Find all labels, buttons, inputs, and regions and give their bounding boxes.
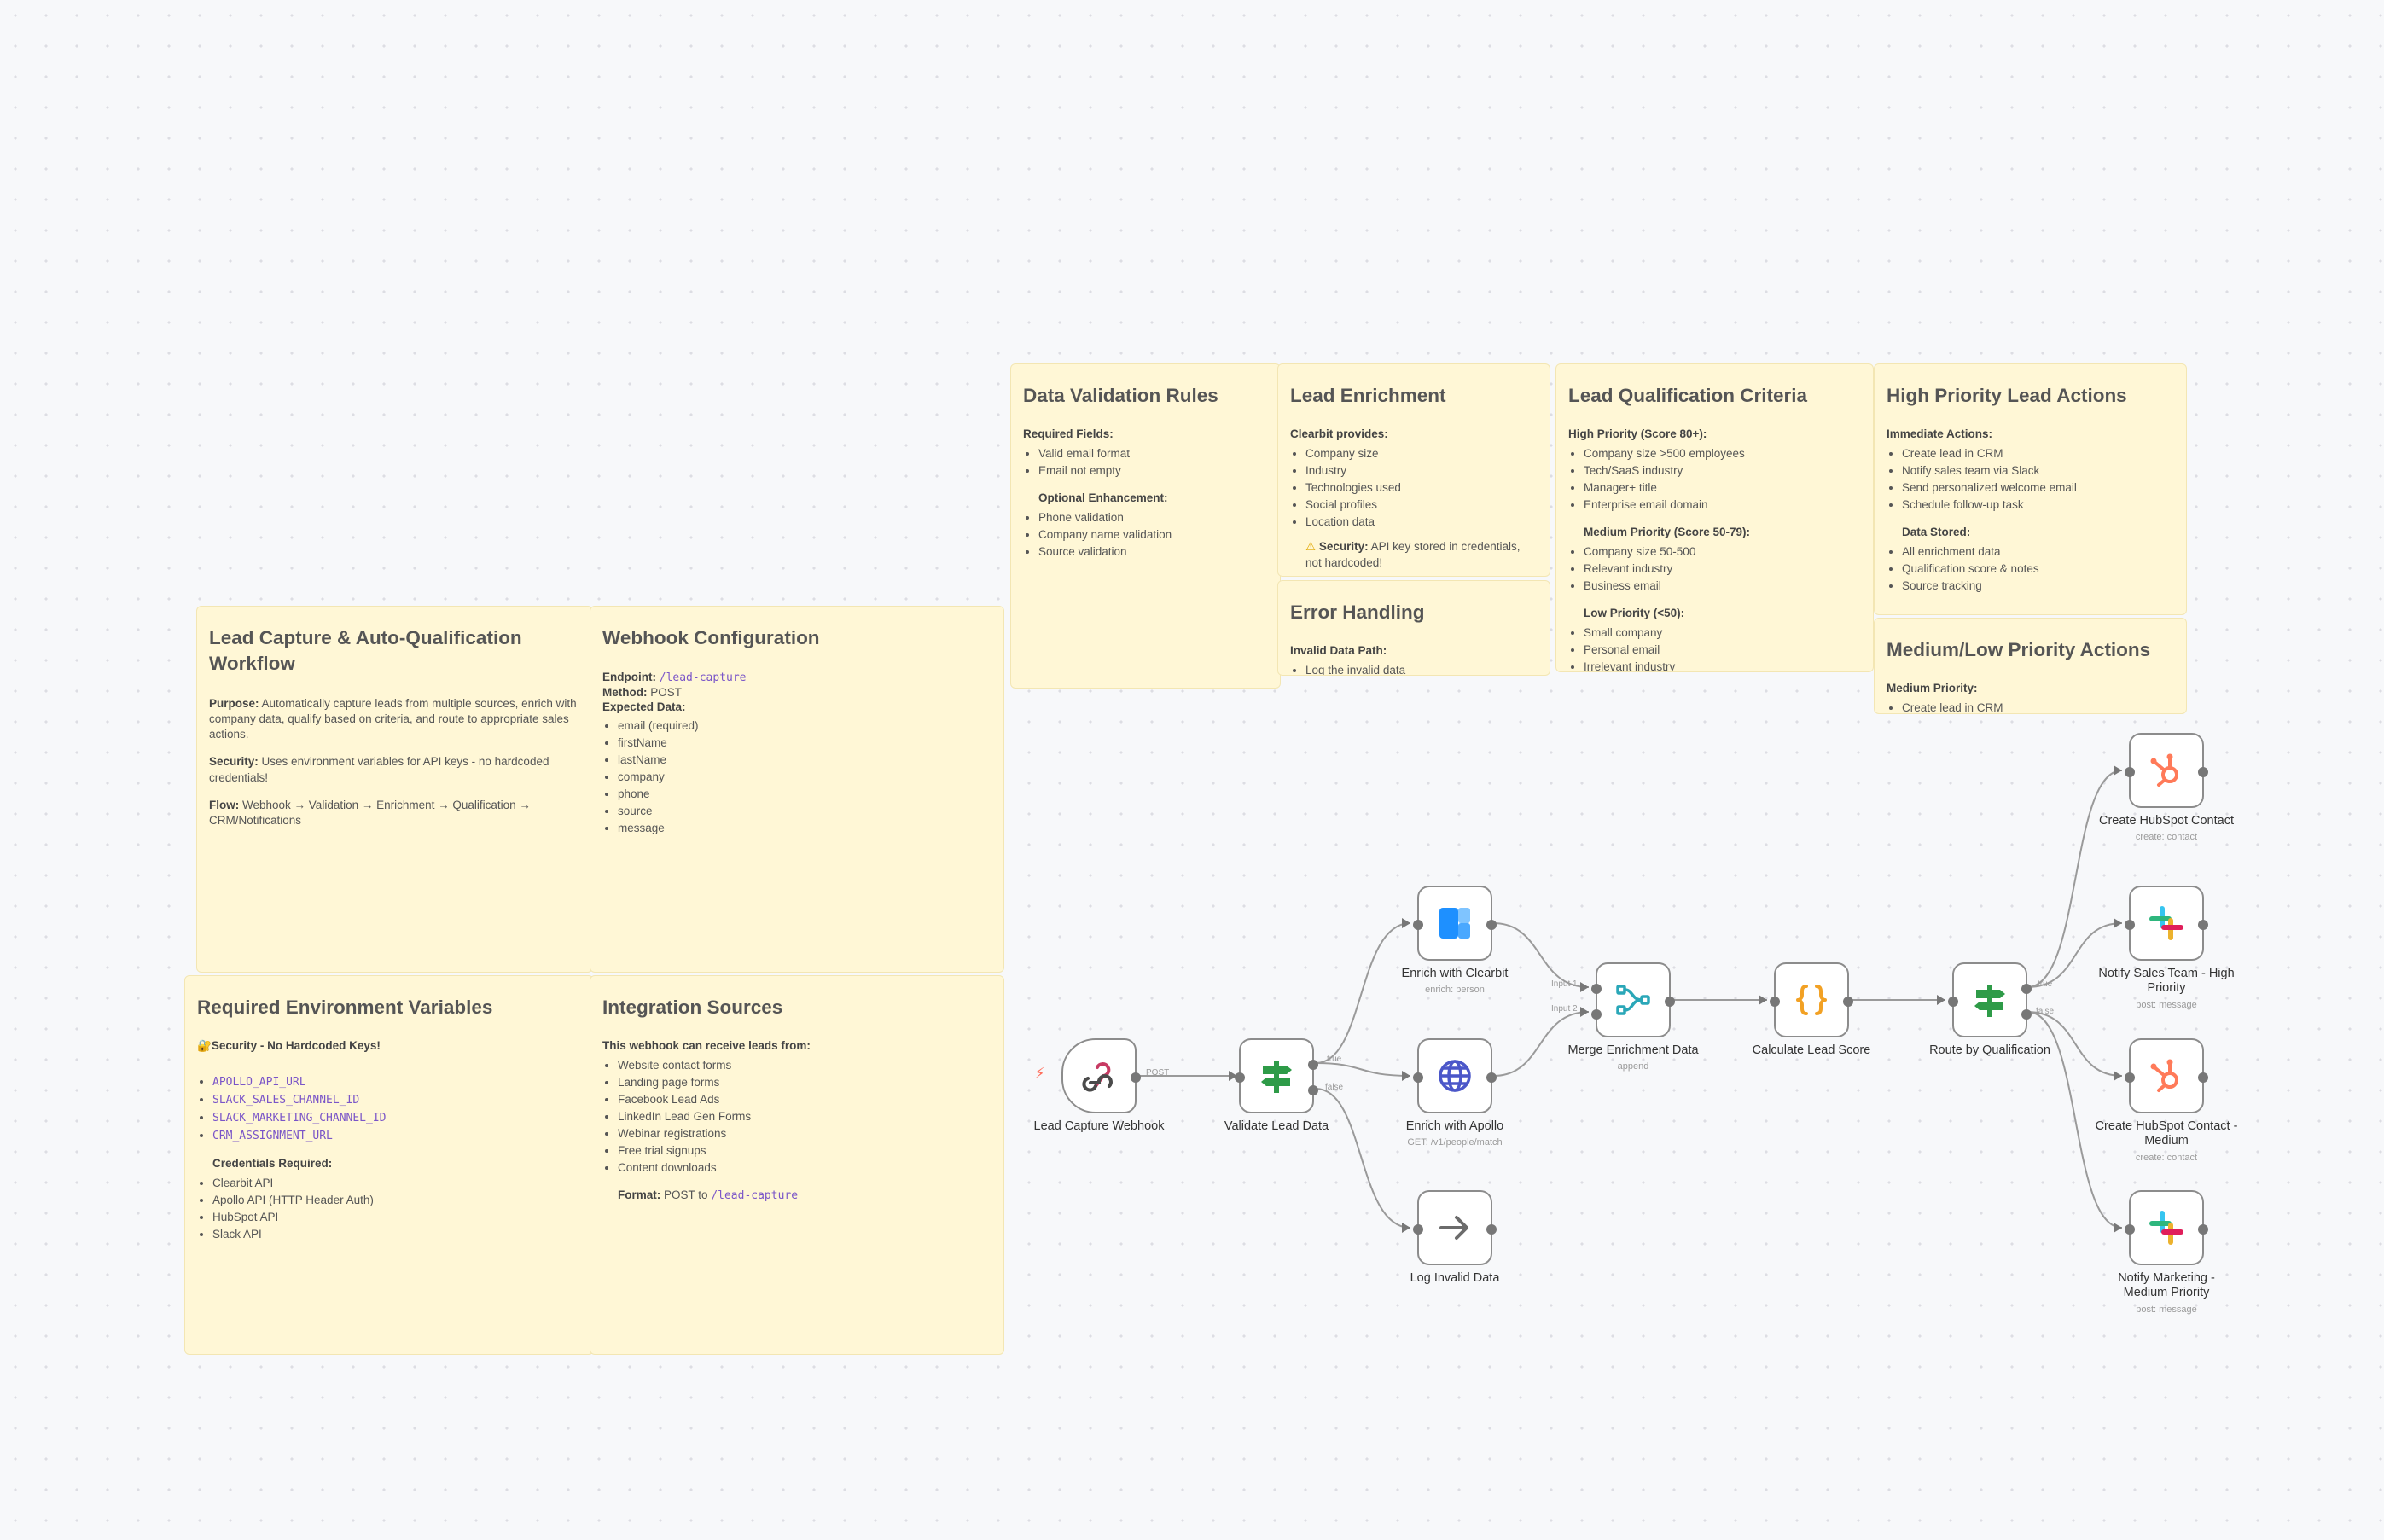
- merge-icon: [1616, 985, 1650, 1015]
- output-handle[interactable]: [2198, 920, 2208, 930]
- note-lead-capture[interactable]: Lead Capture & Auto-Qualification Workfl…: [196, 606, 593, 973]
- node-label: Calculate Lead Score: [1752, 1043, 1871, 1057]
- input-handle[interactable]: [2125, 1224, 2135, 1235]
- output-handle[interactable]: [1843, 997, 1853, 1007]
- filter-signpost-icon: [1261, 1061, 1292, 1093]
- output-handle-false[interactable]: [2021, 1009, 2032, 1020]
- note-title: Integration Sources: [602, 997, 783, 1018]
- edge-label-false: false: [1325, 1083, 1344, 1092]
- input-handle-1[interactable]: [1591, 984, 1602, 994]
- node-enrich-with-apollo[interactable]: [1413, 1038, 1497, 1113]
- filter-signpost-icon: [1974, 985, 2005, 1017]
- edge-label-true: true: [2038, 979, 2053, 989]
- node-create-hubspot-contact-medium[interactable]: [2125, 1038, 2208, 1113]
- output-handle-false[interactable]: [1308, 1085, 1318, 1095]
- warning-icon: ⚠: [1305, 540, 1317, 554]
- node-notify-marketing-medium-priority[interactable]: [2125, 1190, 2208, 1265]
- output-handle[interactable]: [2198, 1072, 2208, 1083]
- output-handle[interactable]: [1131, 1072, 1141, 1083]
- arrow-right-icon: [1439, 1216, 1468, 1240]
- node-enrich-with-clearbit[interactable]: [1413, 886, 1497, 961]
- node-label: Lead Capture Webhook: [1033, 1119, 1165, 1133]
- hubspot-icon: [2150, 753, 2178, 787]
- input-handle[interactable]: [2125, 1072, 2135, 1083]
- node-create-hubspot-contact[interactable]: [2125, 733, 2208, 808]
- hubspot-icon: [2150, 1059, 2178, 1092]
- output-handle-true[interactable]: [1308, 1060, 1318, 1070]
- note-integration-sources[interactable]: Integration Sources This webhook can rec…: [590, 975, 1004, 1355]
- note-title: Medium/Low Priority Actions: [1887, 639, 2151, 660]
- input-handle-2[interactable]: [1591, 1009, 1602, 1020]
- edge-label-true: true: [1327, 1055, 1342, 1064]
- output-handle[interactable]: [1665, 997, 1675, 1007]
- output-handle[interactable]: [1486, 920, 1497, 930]
- edge-label-input-2: Input 2: [1551, 1004, 1578, 1014]
- edge-label-input-1: Input 1: [1551, 979, 1578, 989]
- output-handle[interactable]: [1486, 1224, 1497, 1235]
- slack-icon: [2149, 1211, 2183, 1245]
- note-title: Lead Qualification Criteria: [1568, 385, 1808, 406]
- clearbit-icon: [1439, 908, 1470, 939]
- input-handle[interactable]: [2125, 767, 2135, 777]
- slack-icon: [2149, 906, 2183, 940]
- note-webhook-configuration[interactable]: Webhook Configuration Endpoint: /lead-ca…: [590, 606, 1004, 973]
- note-lead-qualification-criteria[interactable]: Lead Qualification Criteria High Priorit…: [1555, 363, 1874, 672]
- output-handle[interactable]: [2198, 1224, 2208, 1235]
- edge-label-false: false: [2036, 1007, 2055, 1016]
- code-braces-icon: [1796, 985, 1827, 1015]
- input-handle[interactable]: [1413, 1224, 1423, 1235]
- output-handle[interactable]: [1486, 1072, 1497, 1083]
- node-calculate-lead-score[interactable]: [1770, 962, 1853, 1037]
- expected-fields-list: email (required) firstName lastName comp…: [602, 718, 991, 837]
- output-handle[interactable]: [2198, 767, 2208, 777]
- input-handle[interactable]: [2125, 920, 2135, 930]
- input-handle[interactable]: [1770, 997, 1780, 1007]
- node-log-invalid-data[interactable]: [1413, 1190, 1497, 1265]
- note-lead-enrichment[interactable]: Lead Enrichment Clearbit provides: Compa…: [1277, 363, 1550, 577]
- note-data-validation-rules[interactable]: Data Validation Rules Required Fields: V…: [1010, 363, 1281, 689]
- input-handle[interactable]: [1413, 1072, 1423, 1083]
- note-title: Lead Enrichment: [1290, 385, 1446, 406]
- node-label: Log Invalid Data: [1410, 1271, 1500, 1285]
- node-label: Route by Qualification: [1929, 1043, 2050, 1057]
- note-title: Error Handling: [1290, 601, 1425, 623]
- note-title: Webhook Configuration: [602, 627, 820, 648]
- note-title: Required Environment Variables: [197, 997, 493, 1018]
- node-validate-lead-data[interactable]: [1235, 1038, 1318, 1113]
- edge-label-post: POST: [1146, 1068, 1170, 1078]
- globe-icon: [1439, 1060, 1471, 1092]
- note-medium-low-priority-actions[interactable]: Medium/Low Priority Actions Medium Prior…: [1874, 618, 2187, 714]
- node-label: Validate Lead Data: [1224, 1119, 1329, 1133]
- note-title: Data Validation Rules: [1023, 385, 1218, 406]
- note-high-priority-actions[interactable]: High Priority Lead Actions Immediate Act…: [1874, 363, 2187, 615]
- node-lead-capture-webhook[interactable]: [1061, 1038, 1141, 1113]
- note-title: Lead Capture & Auto-Qualification Workfl…: [209, 627, 522, 675]
- note-error-handling[interactable]: Error Handling Invalid Data Path: Log th…: [1277, 580, 1550, 676]
- input-handle[interactable]: [1413, 920, 1423, 930]
- input-handle[interactable]: [1235, 1072, 1245, 1083]
- note-title: High Priority Lead Actions: [1887, 385, 2127, 406]
- trigger-bolt-icon: ⚡: [1034, 1065, 1045, 1082]
- node-merge-enrichment-data[interactable]: [1591, 962, 1675, 1037]
- output-handle-true[interactable]: [2021, 984, 2032, 994]
- webhook-icon: [1082, 1062, 1113, 1092]
- node-notify-sales-team-high-priority[interactable]: [2125, 886, 2208, 961]
- input-handle[interactable]: [1948, 997, 1958, 1007]
- lock-icon: 🔐: [197, 1039, 212, 1053]
- note-required-env-variables[interactable]: Required Environment Variables 🔐Security…: [184, 975, 594, 1355]
- node-route-by-qualification[interactable]: [1948, 962, 2032, 1037]
